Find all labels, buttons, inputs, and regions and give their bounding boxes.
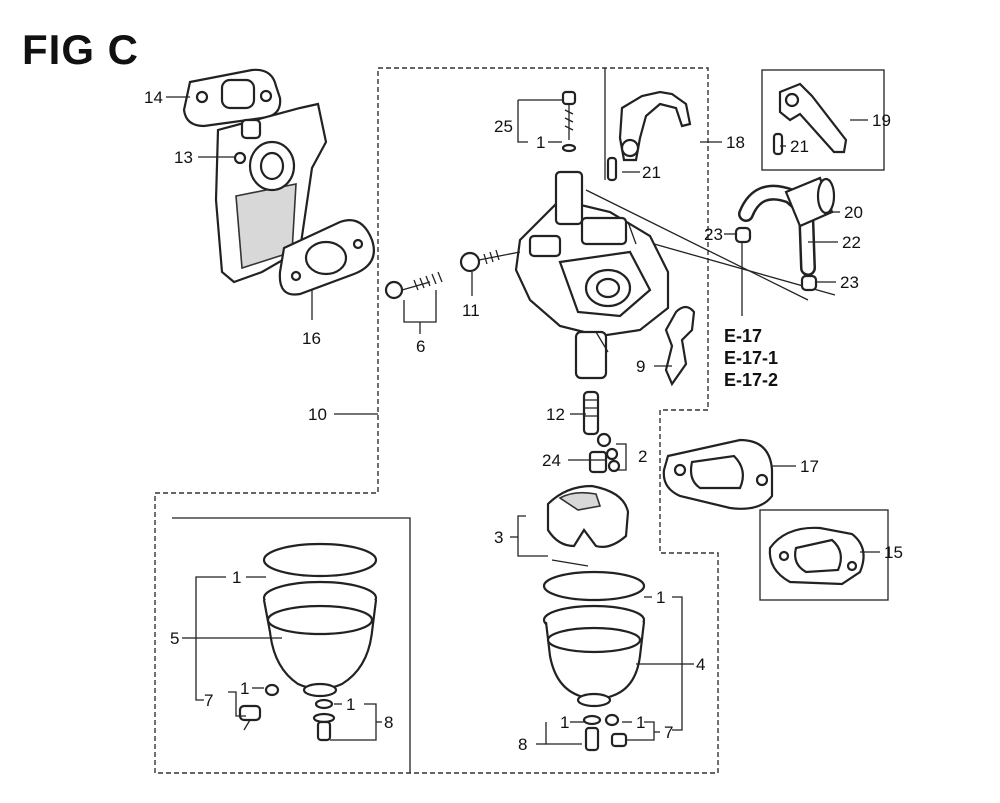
callout-18: 18 xyxy=(726,133,745,152)
callout-10: 10 xyxy=(308,405,327,424)
float-part-9 xyxy=(664,305,696,387)
float-bowl-part-4 xyxy=(542,570,646,708)
callout-4: 4 xyxy=(696,655,705,674)
throttle-lever-part-18 xyxy=(606,90,692,182)
clip-part-23 xyxy=(734,226,818,292)
washer-part-2 xyxy=(596,432,621,473)
float-part-3 xyxy=(546,484,630,567)
callout-2: 2 xyxy=(638,447,647,466)
callout-22: 22 xyxy=(842,233,861,252)
figure-title: FIG C xyxy=(22,26,139,73)
callout-23-top: 23 xyxy=(704,225,723,244)
callout-1-right-drain: 1 xyxy=(636,713,645,732)
callout-labels: 14 13 16 25 1 18 21 19 21 20 22 23 23 6 … xyxy=(144,88,903,754)
bolt-part-8 xyxy=(312,698,336,742)
callout-8-left: 8 xyxy=(384,713,393,732)
callout-19: 19 xyxy=(872,111,891,130)
callout-1-left-oring: 1 xyxy=(232,568,241,587)
main-jet-part-24 xyxy=(588,450,608,474)
nozzle-part-12 xyxy=(582,390,600,436)
tube-part-20 xyxy=(784,176,836,228)
bolt-part-8-right xyxy=(582,714,602,752)
callout-6: 6 xyxy=(416,337,425,356)
callout-20: 20 xyxy=(844,203,863,222)
callout-1-left-washer: 1 xyxy=(240,679,249,698)
reference-e17: E-17 xyxy=(724,326,762,346)
callout-1-right-oring: 1 xyxy=(656,588,665,607)
callout-3: 3 xyxy=(494,528,503,547)
choke-lever-part-19 xyxy=(772,82,848,156)
callout-1-right-washer: 1 xyxy=(560,713,569,732)
callout-23-bottom: 23 xyxy=(840,273,859,292)
callout-25: 25 xyxy=(494,117,513,136)
callout-21-throttle: 21 xyxy=(642,163,661,182)
gasket-part-17 xyxy=(662,438,774,510)
callout-8-right: 8 xyxy=(518,735,527,754)
callout-1-left-bolt: 1 xyxy=(346,695,355,714)
reference-e17-2: E-17-2 xyxy=(724,370,778,390)
gasket-part-15 xyxy=(768,526,865,586)
float-bowl-part-5 xyxy=(262,542,378,698)
leader-lines xyxy=(166,96,880,745)
carburetor-body xyxy=(514,170,670,380)
callout-7-right: 7 xyxy=(664,723,673,742)
callout-9: 9 xyxy=(636,357,645,376)
callout-12: 12 xyxy=(546,405,565,424)
callout-7-left: 7 xyxy=(204,691,213,710)
reference-e17-1: E-17-1 xyxy=(724,348,778,368)
cross-references: E-17 E-17-1 E-17-2 xyxy=(724,326,778,390)
callout-15: 15 xyxy=(884,543,903,562)
drain-screw-part-7-right xyxy=(604,713,628,748)
screw-part-25 xyxy=(561,90,577,153)
callout-1-screw: 1 xyxy=(536,133,545,152)
gasket-part-16 xyxy=(278,219,375,296)
callout-5: 5 xyxy=(170,629,179,648)
pilot-screw-part-6 xyxy=(384,271,443,300)
callout-17: 17 xyxy=(800,457,819,476)
insulator-bracket-part-13 xyxy=(214,102,328,284)
callout-13: 13 xyxy=(174,148,193,167)
gasket-part-14 xyxy=(182,68,282,128)
callout-24: 24 xyxy=(542,451,561,470)
callout-16: 16 xyxy=(302,329,321,348)
callout-14: 14 xyxy=(144,88,163,107)
callout-21-choke: 21 xyxy=(790,137,809,156)
screw-part-11 xyxy=(459,249,521,273)
callout-11: 11 xyxy=(462,301,480,320)
